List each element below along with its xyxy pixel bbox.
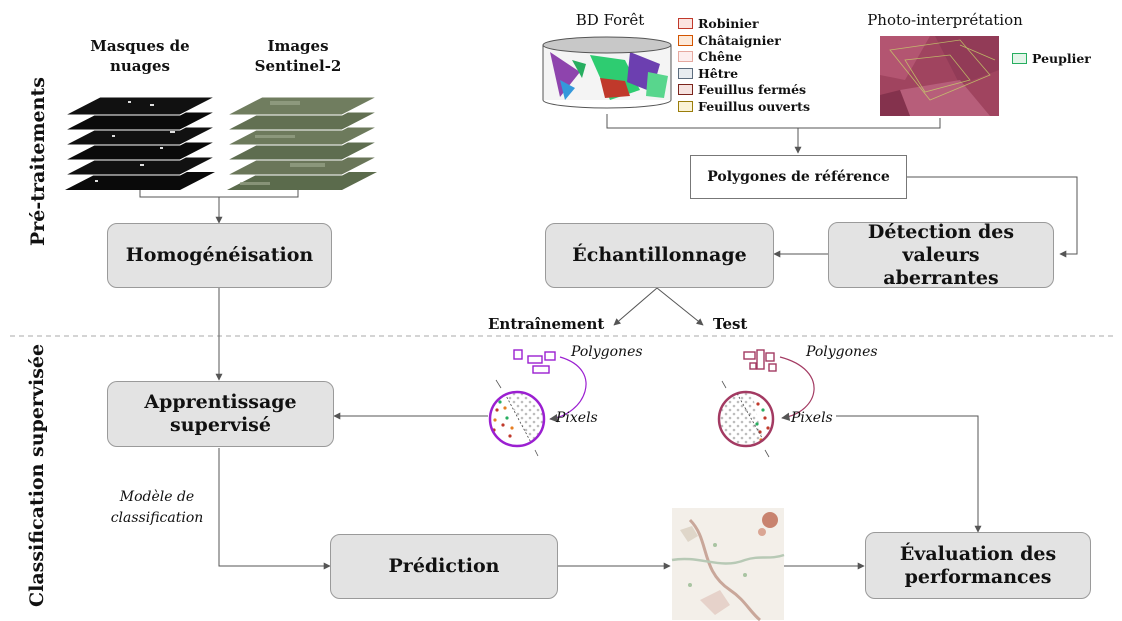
arrow-sources-to-polygons [606,114,941,153]
cloud-mask-stack [64,96,216,190]
legend-swatch [678,100,693,112]
legend-label: Châtaignier [698,32,781,48]
legend-label: Peuplier [1032,51,1091,66]
arrow-stacks-to-homogenization [139,188,299,223]
test-polygons-to-pixels-curve [779,356,815,421]
legend-swatch [678,34,693,46]
sentinel-images-label: Images Sentinel-2 [254,37,342,75]
train-polygons-label: Polygones [571,344,643,360]
prediction-box: Prédiction [330,534,558,599]
section-title-classification: Classification supervisée [26,343,48,607]
legend-swatch [678,51,693,62]
train-pixel-circle [488,379,546,457]
legend-label: Feuillus fermés [698,82,807,97]
bd-foret-cylinder [542,36,672,109]
legend-label: Robinier [698,16,759,31]
arrow-learning-to-prediction [218,448,331,570]
legend-swatch [678,67,693,79]
test-pixels-label: Pixels [791,410,833,426]
legend-item: Feuillus ouverts [678,99,810,114]
evaluation-box: Évaluation des performances [865,532,1091,599]
outlier-detection-box: Détection des valeurs aberrantes [828,221,1054,289]
train-polygons-icon [513,349,556,374]
test-polygons-label: Polygones [806,344,878,360]
legend-item: Robinier [678,16,759,31]
legend-item: Hêtre [678,66,738,81]
arrow-split-test [656,287,704,326]
homogenization-box: Homogénéisation [107,223,332,288]
test-polygons-icon [743,349,777,372]
test-split-label: Test [713,315,748,333]
test-pixel-circle [717,380,775,458]
supervised-learning-box: Apprentissage supervisé [107,381,334,447]
legend-item: Chêne [678,49,742,64]
sampling-box: Échantillonnage [545,223,774,288]
train-split-label: Entraînement [488,315,605,333]
reference-polygons-box: Polygones de référence [690,155,907,199]
legend-item: Châtaignier [678,33,781,48]
arrow-split-train [613,287,658,326]
legend-item: Feuillus fermés [678,82,806,97]
cloud-masks-label: Masques de nuages [90,37,190,75]
section-title-preprocessing: Pré-traitements [27,77,49,246]
legend-swatch [1012,53,1027,64]
prediction-map [671,508,785,621]
arrow-test-to-evaluation [836,415,982,533]
legend-label: Hêtre [698,65,739,81]
photo-interpretation-label: Photo-interprétation [867,11,1023,29]
legend-swatch [678,84,693,95]
sentinel-image-stack [226,96,378,190]
legend-label: Chêne [698,49,743,64]
bd-foret-label: BD Forêt [575,11,645,29]
model-label: Modèle de classification [110,489,204,526]
arrow-polygons-to-outliers [907,176,1078,258]
train-polygons-to-pixels-curve [549,356,587,423]
legend-swatch [678,18,693,29]
train-pixels-label: Pixels [556,410,598,426]
legend-item: Peuplier [1012,51,1091,66]
legend-label: Feuillus ouverts [698,98,810,114]
photo-interpretation-image [880,36,999,116]
